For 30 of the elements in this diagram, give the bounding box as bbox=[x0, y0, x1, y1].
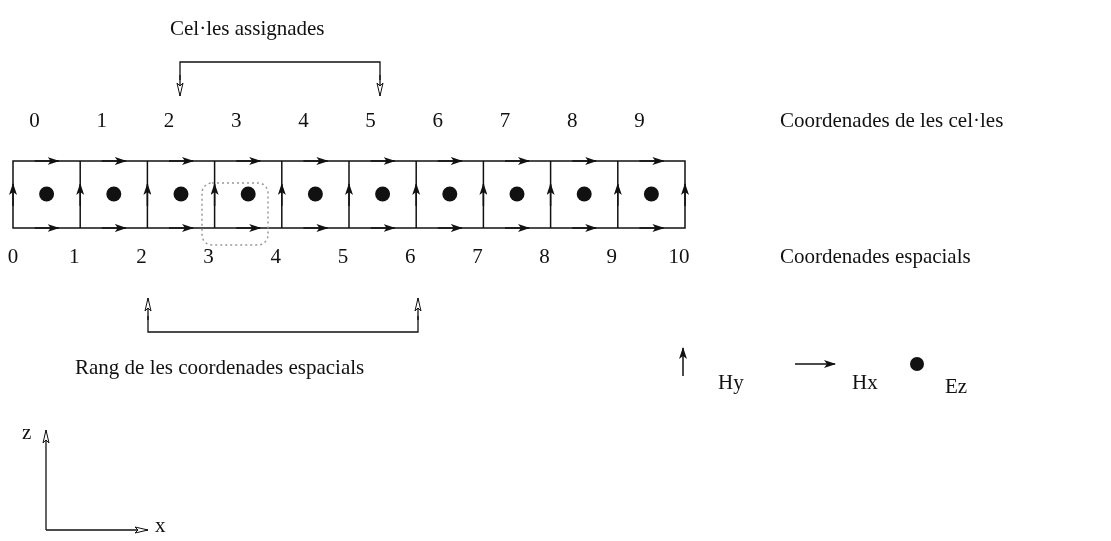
legend-label: Hx bbox=[852, 372, 878, 393]
legend-label: Hy bbox=[718, 372, 744, 393]
cell-number: 6 bbox=[432, 110, 444, 131]
cell-number: 8 bbox=[566, 110, 578, 131]
cell-number: 0 bbox=[29, 110, 40, 131]
legend-label: Ez bbox=[945, 376, 968, 397]
spatial-coordinate: 0 bbox=[7, 246, 19, 267]
spatial-coordinate: 1 bbox=[68, 246, 80, 267]
spatial-coordinate: 5 bbox=[337, 246, 349, 267]
spatial-coordinate: 9 bbox=[606, 246, 618, 267]
cell-number: 7 bbox=[499, 110, 511, 131]
cell-number: 5 bbox=[365, 110, 376, 131]
group-caption: Cel·les assignades bbox=[170, 18, 325, 39]
spatial-coordinate: 7 bbox=[472, 246, 483, 267]
axis-label: x bbox=[155, 515, 166, 536]
row-caption: Coordenades de les cel·les bbox=[780, 110, 1004, 131]
cell-number: 1 bbox=[96, 110, 108, 131]
cell-number: 2 bbox=[163, 110, 175, 131]
cell-number: 9 bbox=[634, 110, 645, 131]
spatial-coordinate: 4 bbox=[270, 246, 282, 267]
cell-number: 3 bbox=[230, 110, 242, 131]
cell-number: 4 bbox=[298, 110, 309, 131]
spatial-coordinate: 8 bbox=[539, 246, 550, 267]
spatial-coordinate: 10 bbox=[668, 246, 690, 267]
spatial-coordinate: 6 bbox=[404, 246, 416, 267]
spatial-coordinate: 2 bbox=[136, 246, 147, 267]
spatial-coordinate: 3 bbox=[203, 246, 214, 267]
axis-label: z bbox=[22, 422, 32, 443]
range-caption: Rang de les coordenades espacials bbox=[75, 357, 365, 378]
row-caption: Coordenades espacials bbox=[780, 246, 971, 267]
